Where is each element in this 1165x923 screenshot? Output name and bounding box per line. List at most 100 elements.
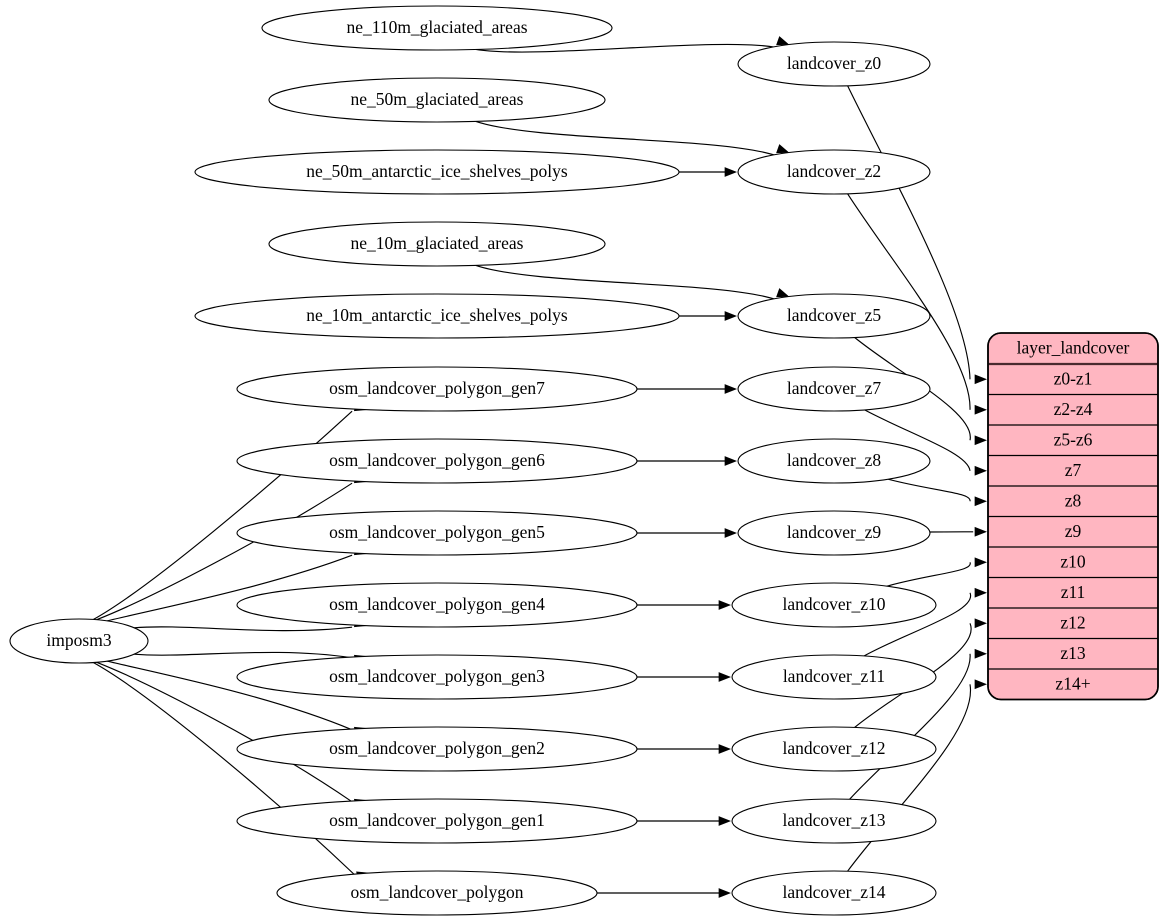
edge-arrowhead — [974, 557, 987, 568]
node-landcover_z5[interactable]: landcover_z5 — [737, 293, 931, 339]
node-shape — [731, 726, 937, 772]
table-row-row_z2_z4[interactable]: z2-z4 — [1054, 399, 1093, 419]
node-landcover_z8[interactable]: landcover_z8 — [737, 438, 931, 484]
layer-landcover-table-group: layer_landcoverz0-z1z2-z4z5-z6z7z8z9z10z… — [987, 332, 1159, 701]
node-shape — [268, 221, 606, 267]
edge-osm_landcover_polygon_gen7-to-landcover_z7 — [637, 384, 737, 394]
node-osm_landcover_polygon_gen1[interactable]: osm_landcover_polygon_gen1 — [236, 798, 638, 844]
table-row-row_z11[interactable]: z11 — [1061, 582, 1086, 602]
node-shape — [194, 149, 680, 195]
node-osm_landcover_polygon_gen4[interactable]: osm_landcover_polygon_gen4 — [236, 582, 638, 628]
node-landcover_z12[interactable]: landcover_z12 — [731, 726, 937, 772]
edge-arrowhead — [724, 384, 737, 394]
node-ne_50m_antarctic_ice_shelves_polys[interactable]: ne_50m_antarctic_ice_shelves_polys — [194, 149, 680, 195]
node-label: landcover_z8 — [787, 450, 882, 470]
node-osm_landcover_polygon_gen5[interactable]: osm_landcover_polygon_gen5 — [236, 510, 638, 556]
node-shape — [268, 77, 606, 123]
node-label: osm_landcover_polygon — [350, 882, 523, 902]
node-label: ne_50m_antarctic_ice_shelves_polys — [306, 161, 568, 181]
node-shape — [737, 41, 931, 87]
node-label: osm_landcover_polygon_gen2 — [329, 738, 545, 758]
edge-landcover_z10-to-row_z10 — [886, 557, 987, 587]
table-row-row_z8[interactable]: z8 — [1065, 490, 1082, 510]
edge-line — [847, 85, 971, 380]
edge-landcover_z7-to-row_z7 — [864, 409, 987, 476]
edge-arrowhead — [974, 618, 987, 629]
edge-arrowhead — [974, 526, 987, 537]
edge-line — [106, 554, 353, 622]
node-shape — [236, 366, 638, 412]
edge-line — [96, 661, 353, 803]
node-landcover_z13[interactable]: landcover_z13 — [731, 798, 937, 844]
edge-line — [475, 120, 776, 156]
node-shape — [236, 726, 638, 772]
edge-arrowhead — [718, 672, 731, 682]
table-row-row_z0_z1[interactable]: z0-z1 — [1054, 368, 1093, 388]
node-label: landcover_z2 — [787, 161, 881, 181]
edge-line — [134, 651, 353, 659]
node-ne_10m_glaciated_areas[interactable]: ne_10m_glaciated_areas — [268, 221, 606, 267]
edge-landcover_z9-to-row_z9 — [929, 526, 987, 537]
table-row-row_z13[interactable]: z13 — [1060, 643, 1086, 663]
edge-osm_landcover_polygon_gen1-to-landcover_z13 — [637, 816, 731, 826]
node-label: landcover_z14 — [782, 882, 885, 902]
node-label: ne_10m_antarctic_ice_shelves_polys — [306, 305, 568, 325]
edge-line — [134, 626, 353, 632]
edge-ne_110m_glaciated_areas-to-landcover_z0 — [475, 36, 790, 53]
node-shape — [261, 5, 613, 51]
edge-line — [886, 562, 971, 587]
edge-arrowhead — [974, 648, 987, 659]
node-shape — [194, 293, 680, 339]
node-ne_110m_glaciated_areas[interactable]: ne_110m_glaciated_areas — [261, 5, 613, 51]
node-osm_landcover_polygon[interactable]: osm_landcover_polygon — [276, 870, 598, 916]
node-landcover_z14[interactable]: landcover_z14 — [731, 870, 937, 916]
node-osm_landcover_polygon_gen3[interactable]: osm_landcover_polygon_gen3 — [236, 654, 638, 700]
node-label: landcover_z12 — [782, 738, 885, 758]
node-shape — [737, 510, 931, 556]
table-row-row_z10[interactable]: z10 — [1060, 551, 1086, 571]
node-label: ne_110m_glaciated_areas — [346, 17, 527, 37]
node-label: imposm3 — [46, 630, 111, 650]
table-row-row_z7[interactable]: z7 — [1065, 460, 1082, 480]
edge-ne_10m_antarctic_ice_shelves_polys-to-landcover_z5 — [679, 311, 737, 321]
node-shape — [236, 582, 638, 628]
node-shape — [236, 798, 638, 844]
node-landcover_z11[interactable]: landcover_z11 — [731, 654, 937, 700]
edge-arrowhead — [974, 435, 987, 446]
node-label: landcover_z11 — [783, 666, 885, 686]
node-ne_10m_antarctic_ice_shelves_polys[interactable]: ne_10m_antarctic_ice_shelves_polys — [194, 293, 680, 339]
node-landcover_z7[interactable]: landcover_z7 — [737, 366, 931, 412]
node-label: landcover_z10 — [782, 594, 885, 614]
nodes-layer: ne_110m_glaciated_areas ne_50m_glaciated_… — [9, 5, 937, 916]
edge-ne_10m_glaciated_areas-to-landcover_z5 — [475, 264, 790, 300]
table-row-row_z9[interactable]: z9 — [1065, 521, 1082, 541]
node-label: osm_landcover_polygon_gen1 — [329, 810, 545, 830]
edge-arrowhead — [724, 456, 737, 466]
edge-arrowhead — [974, 496, 987, 507]
edge-ne_50m_antarctic_ice_shelves_polys-to-landcover_z2 — [679, 167, 737, 177]
table-row-row_z14plus[interactable]: z14+ — [1055, 673, 1090, 693]
edge-line — [849, 653, 971, 800]
node-landcover_z0[interactable]: landcover_z0 — [737, 41, 931, 87]
edge-line — [93, 410, 353, 621]
edge-arrowhead — [974, 679, 987, 690]
node-osm_landcover_polygon_gen7[interactable]: osm_landcover_polygon_gen7 — [236, 366, 638, 412]
node-osm_landcover_polygon_gen2[interactable]: osm_landcover_polygon_gen2 — [236, 726, 638, 772]
node-label: ne_50m_glaciated_areas — [351, 89, 524, 109]
node-imposm3[interactable]: imposm3 — [9, 618, 149, 664]
edge-line — [96, 482, 353, 621]
node-ne_50m_glaciated_areas[interactable]: ne_50m_glaciated_areas — [268, 77, 606, 123]
node-landcover_z2[interactable]: landcover_z2 — [737, 149, 931, 195]
node-shape — [9, 618, 149, 664]
node-label: landcover_z13 — [782, 810, 885, 830]
edge-arrowhead — [718, 888, 731, 898]
node-shape — [737, 366, 931, 412]
edge-line — [475, 43, 776, 53]
node-landcover_z9[interactable]: landcover_z9 — [737, 510, 931, 556]
node-label: ne_10m_glaciated_areas — [351, 233, 524, 253]
table-row-row_z12[interactable]: z12 — [1060, 612, 1085, 632]
node-landcover_z10[interactable]: landcover_z10 — [731, 582, 937, 628]
table-row-row_z5_z6[interactable]: z5-z6 — [1054, 429, 1093, 449]
node-osm_landcover_polygon_gen6[interactable]: osm_landcover_polygon_gen6 — [236, 438, 638, 484]
